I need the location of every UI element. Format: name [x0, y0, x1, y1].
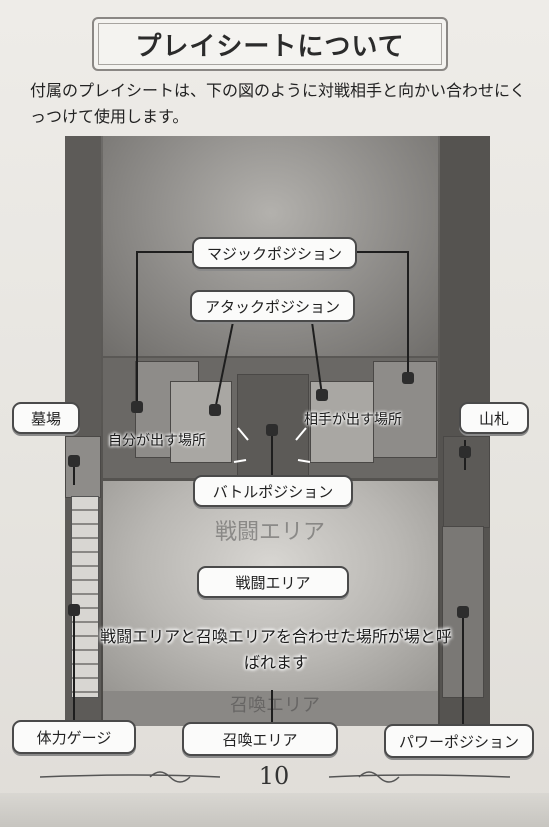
- label-deck: 山札: [459, 402, 529, 434]
- label-power-position: パワーポジション: [384, 724, 534, 758]
- page-bottom-edge: [0, 793, 549, 827]
- marker-opponent-attack: [316, 389, 328, 401]
- label-opponent-place: 相手が出す場所: [304, 412, 402, 428]
- title-banner: プレイシートについて: [92, 17, 448, 71]
- label-summon-area: 召喚エリア: [182, 722, 338, 756]
- label-magic-position: マジックポジション: [192, 237, 357, 269]
- health-gauge-track: [71, 496, 99, 698]
- printed-summon-area: 召喚エリア: [230, 695, 320, 716]
- footer-ornament: [39, 771, 511, 783]
- label-graveyard: 墓場: [12, 402, 80, 434]
- opponent-attack-card-slot: [310, 381, 374, 463]
- marker-graveyard: [68, 455, 80, 467]
- page-number: 10: [258, 762, 290, 790]
- summon-strip: [103, 691, 438, 726]
- label-health-gauge: 体力ゲージ: [12, 720, 136, 754]
- marker-battle: [266, 424, 278, 436]
- graveyard-slot: [65, 436, 101, 498]
- label-field-description: 戦闘エリアと召喚エリアを合わせた場所が場と呼ばれます: [100, 627, 452, 672]
- marker-deck: [459, 446, 471, 458]
- label-attack-position: アタックポジション: [190, 290, 355, 322]
- intro-text: 付属のプレイシートは、下の図のように対戦相手と向かい合わせにくっつけて使用します…: [30, 81, 526, 126]
- marker-own-magic: [131, 401, 143, 413]
- marker-health-gauge: [68, 604, 80, 616]
- marker-opponent-magic: [402, 372, 414, 384]
- printed-battle-area: 戦闘エリア: [215, 520, 326, 545]
- own-attack-card-slot-2: [170, 381, 232, 463]
- page-title: プレイシートについて: [135, 31, 405, 62]
- play-sheet-diagram: 戦闘エリア 召喚エリア: [65, 136, 490, 726]
- label-own-place: 自分が出す場所: [108, 433, 206, 449]
- label-battle-area: 戦闘エリア: [197, 566, 349, 598]
- marker-own-attack: [209, 404, 221, 416]
- marker-power: [457, 606, 469, 618]
- label-battle-position: バトルポジション: [193, 475, 353, 507]
